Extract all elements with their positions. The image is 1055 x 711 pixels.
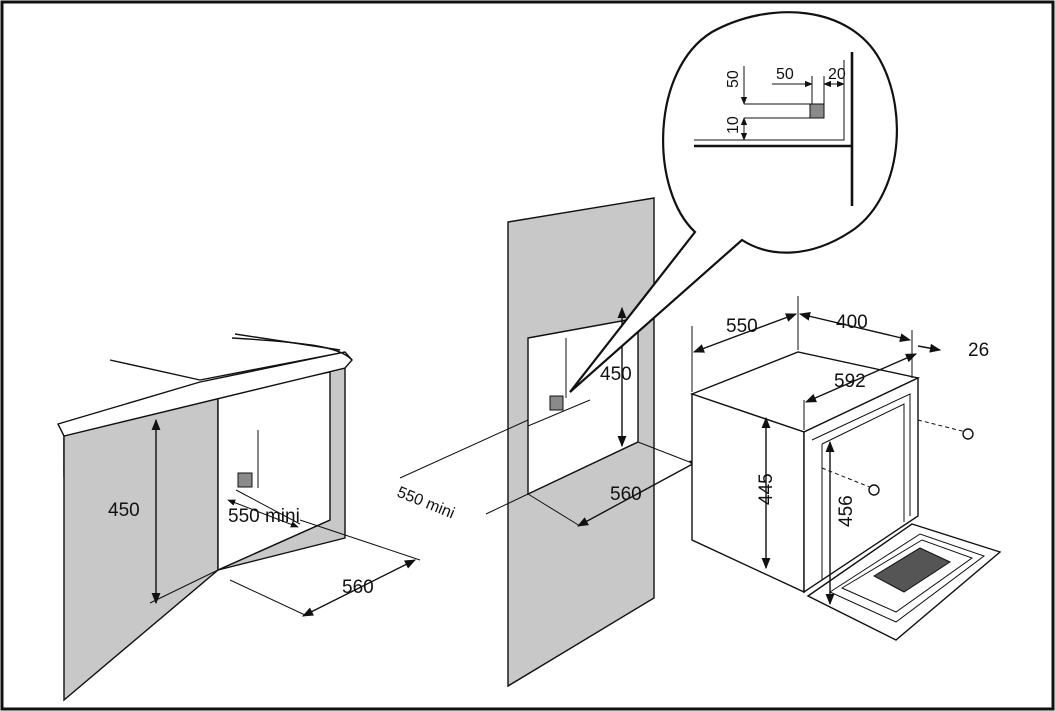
column-depth-label: 550 mini	[395, 484, 457, 522]
detail-20-label: 20	[828, 66, 846, 83]
detail-bracket	[809, 103, 825, 119]
oven-width-label: 592	[834, 371, 866, 392]
column-height-label: 450	[600, 364, 632, 385]
column-width-label: 560	[610, 484, 642, 505]
mounting-bracket	[237, 472, 253, 488]
counter-width-label: 560	[342, 577, 374, 598]
oven-depth-label: 550	[726, 316, 758, 337]
column-installation: 450 550 mini 560	[395, 197, 711, 688]
cabinet-panel-lower	[63, 397, 219, 702]
oven-26-label: 26	[968, 340, 989, 361]
oven-height-label: 445	[756, 473, 777, 505]
detail-10-label: 10	[725, 116, 742, 134]
oven-inner-height-label: 456	[836, 495, 857, 527]
detail-50-vertical-label: 50	[725, 70, 742, 88]
screw-icon	[962, 428, 974, 440]
counter-height-label: 450	[108, 500, 140, 521]
under-counter-installation: 450 550 mini 560	[57, 333, 421, 702]
detail-50-horizontal-label: 50	[776, 66, 794, 83]
oven-400-label: 400	[836, 312, 868, 333]
counter-depth-label: 550 mini	[228, 506, 300, 527]
oven-door-window	[872, 547, 952, 593]
column-bracket	[549, 395, 564, 411]
screw-icon	[868, 484, 880, 496]
oven-unit: 550 400 26 592 445 456	[689, 296, 1002, 641]
detail-magnifier: 50 50 20 10	[569, 11, 898, 393]
